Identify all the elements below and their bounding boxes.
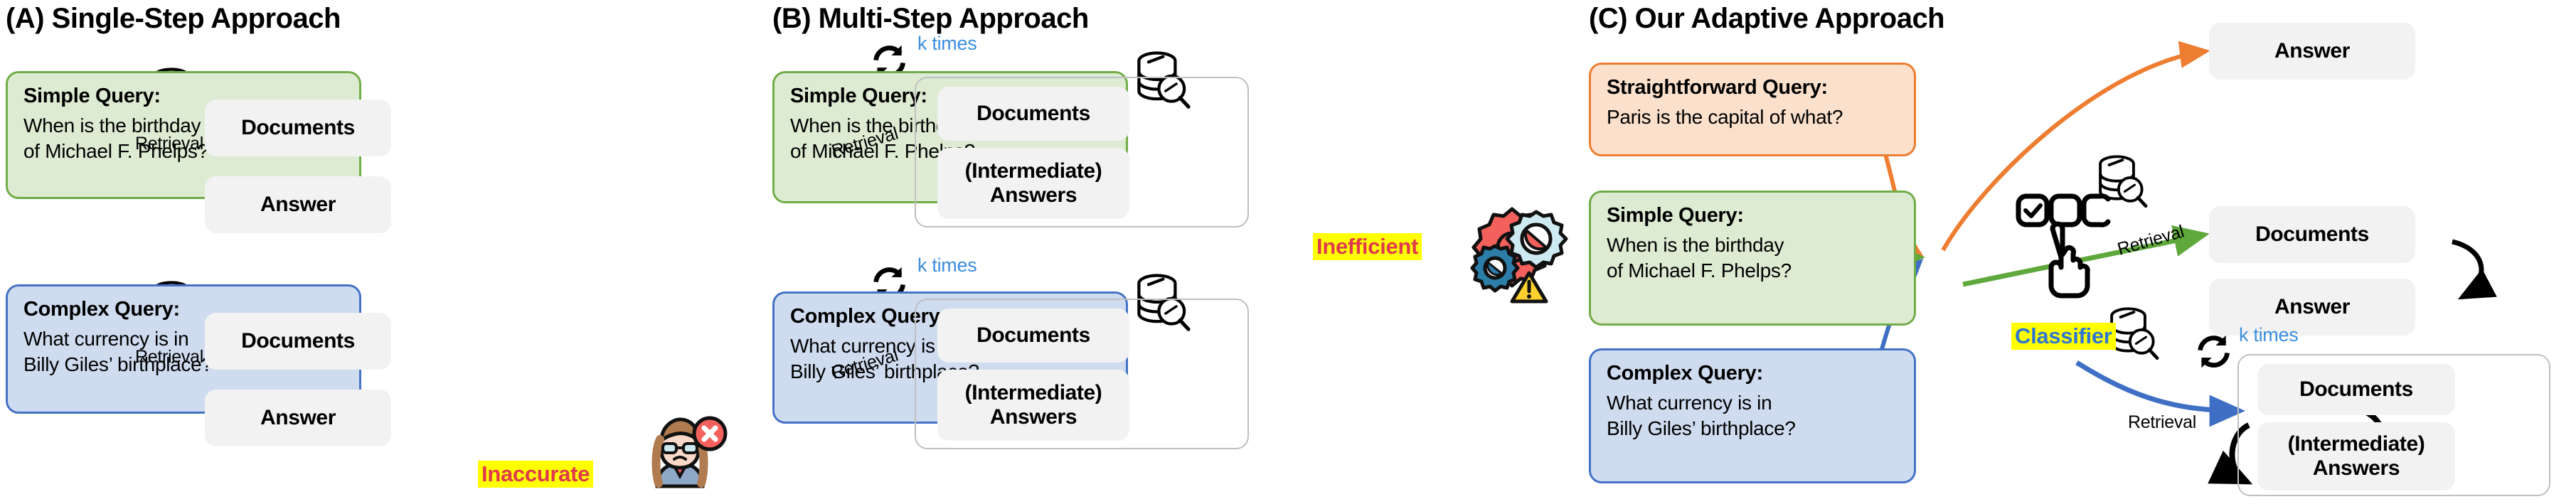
panel-b-row2-loop-frame <box>915 299 1249 449</box>
panel-a-row2-answer-node[interactable]: Answer <box>205 390 391 446</box>
panel-c-branch1-answer-node[interactable]: Answer <box>2209 23 2415 80</box>
inefficient-badge: Inefficient <box>1313 233 1422 260</box>
query-line2: Billy Giles’ birthplace? <box>23 353 213 376</box>
panel-c-branch3-retrieval-label: Retrieval <box>2128 412 2196 432</box>
database-search-icon <box>2099 155 2148 208</box>
classifier-badge: Classifier <box>2011 323 2116 350</box>
query-line2: of Michael F. Phelps? <box>23 140 208 163</box>
query-title: Simple Query: <box>1607 204 1744 227</box>
panel-c-branch2-answer-node[interactable]: Answer <box>2209 279 2415 336</box>
panel-c-complex-query-box[interactable]: Complex Query: What currency is in Billy… <box>1589 348 1916 483</box>
intermediate-line1: (Intermediate) <box>2287 432 2425 456</box>
query-line1: Paris is the capital of what? <box>1607 105 1843 128</box>
database-search-icon <box>2110 307 2159 360</box>
panel-a-title: (A) Single-Step Approach <box>6 3 341 34</box>
query-title: Simple Query: <box>23 85 161 107</box>
loop-icon-c <box>2198 335 2230 368</box>
classifier-select-icon <box>2016 193 2111 299</box>
query-line1: What currency is in <box>23 327 189 350</box>
inaccurate-badge: Inaccurate <box>478 461 594 488</box>
query-line1: When is the birthday <box>23 114 201 136</box>
panel-b-row1-ktimes-label: k times <box>917 33 977 54</box>
panel-a-row2-documents-node[interactable]: Documents <box>205 313 391 370</box>
inaccurate-person-icon <box>651 416 728 488</box>
panel-c-straightforward-query-box[interactable]: Straightforward Query: Paris is the capi… <box>1589 63 1916 156</box>
panel-b-row1-loop-frame <box>915 77 1249 227</box>
panel-c-branch3-ktimes-label: k times <box>2239 324 2299 345</box>
query-line1: What currency is in <box>790 334 956 357</box>
query-line2: of Michael F. Phelps? <box>1607 259 1792 282</box>
panel-c-singlestep-arrows <box>2452 239 2497 300</box>
panel-b-row1-intermediate-answers-node[interactable]: (Intermediate) Answers <box>937 148 1129 219</box>
panel-b-row1-documents-node[interactable]: Documents <box>937 87 1129 141</box>
panel-c-branch2-retrieval-label: Retrieval <box>2115 221 2186 259</box>
panel-c-branch2-documents-node[interactable]: Documents <box>2209 206 2415 263</box>
query-title: Complex Query: <box>1607 362 1763 385</box>
intermediate-line1: (Intermediate) <box>964 381 1102 405</box>
query-title: Straightforward Query: <box>1607 76 1828 99</box>
query-title: Complex Query: <box>23 298 180 321</box>
panel-c-branch3-loop-frame <box>2237 354 2550 496</box>
panel-a-row1-documents-node[interactable]: Documents <box>205 100 391 156</box>
intermediate-line2: Answers <box>989 183 1077 207</box>
panel-b-row2-ktimes-label: k times <box>917 254 977 276</box>
query-line1: What currency is in <box>1607 391 1772 414</box>
panel-b-row2-documents-node[interactable]: Documents <box>937 309 1129 363</box>
panel-b-row2-intermediate-answers-node[interactable]: (Intermediate) Answers <box>937 370 1129 441</box>
panel-c-branch3-intermediate-answers-node[interactable]: (Intermediate) Answers <box>2257 422 2455 490</box>
panel-c-title: (C) Our Adaptive Approach <box>1589 3 1945 34</box>
query-line2: Billy Giles’ birthplace? <box>1607 417 1796 440</box>
panel-b-title: (B) Multi-Step Approach <box>772 3 1089 34</box>
intermediate-line1: (Intermediate) <box>964 159 1102 183</box>
intermediate-line2: Answers <box>989 405 1077 429</box>
query-line1: When is the birthday <box>1607 233 1784 256</box>
panel-c-branch3-documents-node[interactable]: Documents <box>2257 364 2455 415</box>
panel-c-output-arrows <box>1941 41 2246 427</box>
inefficient-gears-icon <box>1470 207 1568 304</box>
panel-a-row2-retrieval-label: Retrieval <box>135 347 203 367</box>
panel-c-simple-query-box[interactable]: Simple Query: When is the birthday of Mi… <box>1589 191 1916 326</box>
panel-a-row1-answer-node[interactable]: Answer <box>205 176 391 233</box>
query-title: Simple Query: <box>790 85 927 107</box>
panel-a-row1-retrieval-label: Retrieval <box>135 134 203 154</box>
intermediate-line2: Answers <box>2312 456 2400 480</box>
